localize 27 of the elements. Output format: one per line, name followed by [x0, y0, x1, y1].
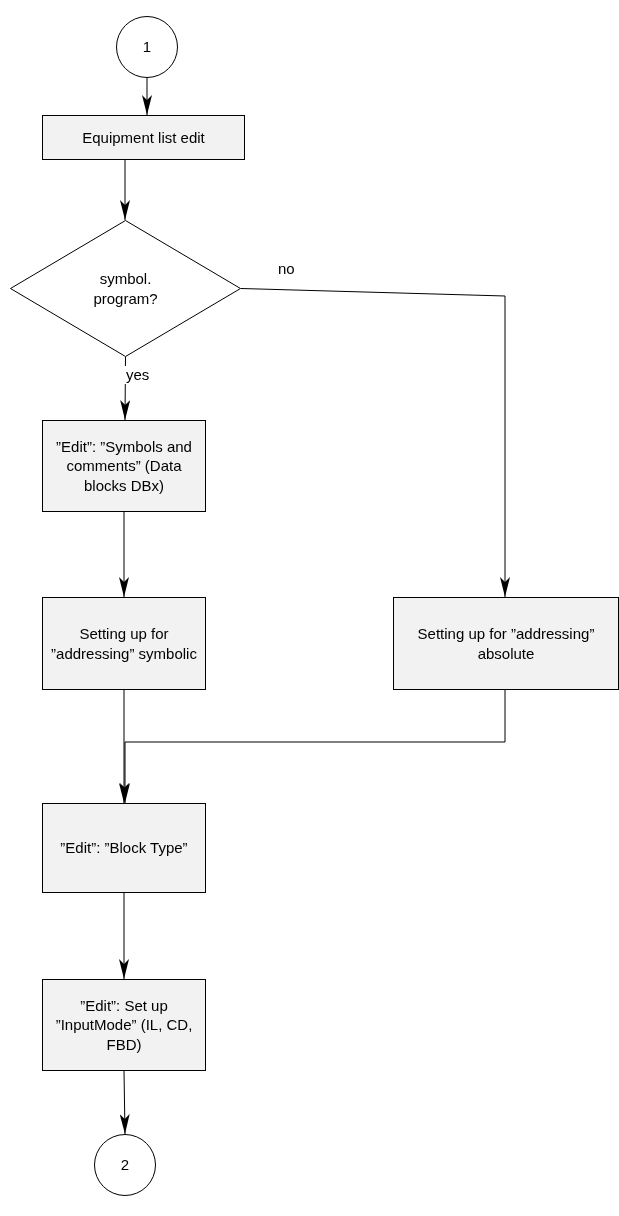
arrow	[142, 77, 152, 116]
node-text: 1	[141, 37, 153, 57]
arrow	[119, 892, 129, 980]
process-box	[42, 979, 206, 1071]
node-text: symbol. program?	[92, 269, 159, 308]
connector-circle	[116, 16, 178, 78]
arrow	[119, 1070, 130, 1135]
process-box	[393, 597, 619, 690]
process-box	[42, 803, 206, 893]
node-text: ”Edit”: ”Block Type”	[59, 838, 189, 858]
node-text: Equipment list edit	[81, 127, 206, 148]
node-text: 2	[119, 1155, 131, 1175]
node-text: Setting up for ”addressing” absolute	[416, 624, 596, 663]
arrow	[240, 288, 510, 598]
node-text: Setting up for ”addressing” symbolic	[50, 624, 198, 663]
node-text: ”Edit”: Set up ”InputMode” (IL, CD, FBD)	[54, 995, 194, 1055]
arrow	[120, 689, 506, 804]
connector-circle	[94, 1134, 156, 1196]
arrow	[120, 159, 130, 221]
process-box	[42, 115, 245, 160]
node-text: ”Edit”: ”Symbols and comments” (Data blocks DBx)	[55, 436, 193, 496]
arrow	[119, 689, 129, 804]
arrow	[119, 511, 129, 598]
edge-label: yes	[124, 366, 152, 384]
decision-diamond	[10, 220, 241, 357]
process-box	[42, 420, 206, 512]
process-box	[42, 597, 206, 690]
